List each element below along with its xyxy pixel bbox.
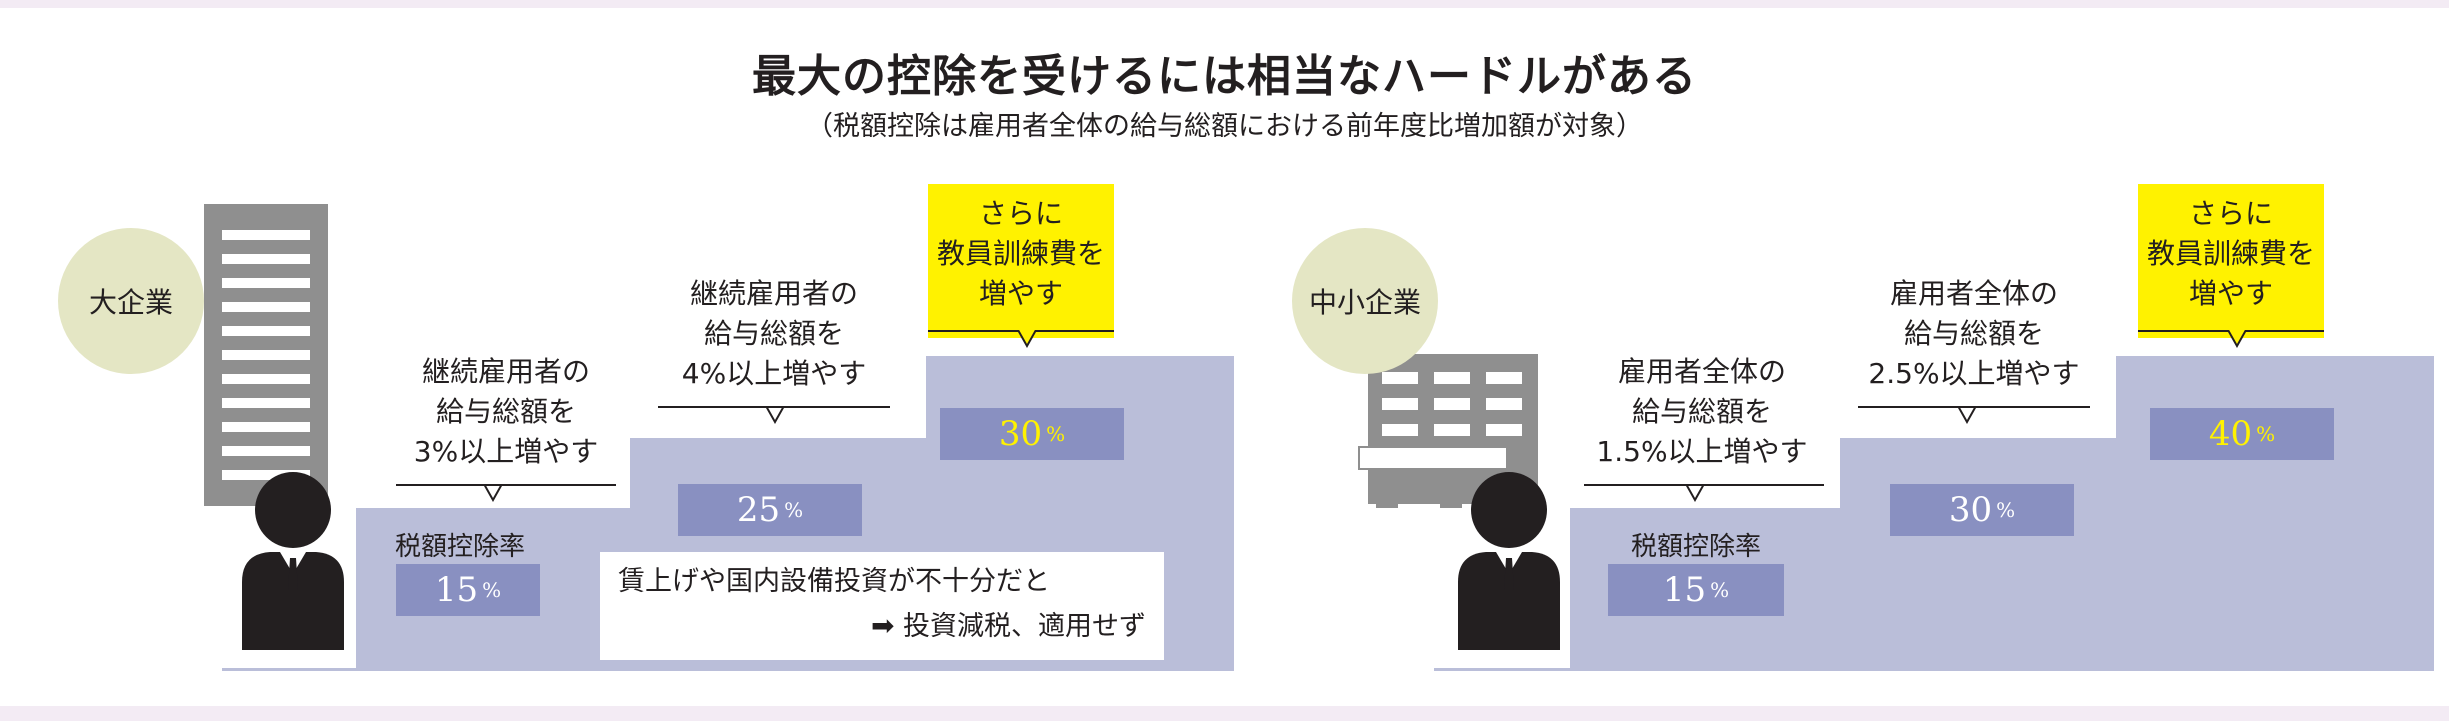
condition-step-2: 継続雇用者の 給与総額を 4%以上増やす bbox=[681, 277, 867, 390]
rate-box-step-1: 15% bbox=[1608, 564, 1784, 616]
sme-label: 中小企業 bbox=[1308, 286, 1421, 319]
condition-step-2: 雇用者全体の 給与総額を 2.5%以上増やす bbox=[1868, 277, 2080, 390]
sme-badge: 中小企業 bbox=[1292, 228, 1438, 374]
condition-step-1: 雇用者全体の 給与総額を 1.5%以上増やす bbox=[1596, 355, 1808, 468]
condition-underline-step-1 bbox=[1584, 484, 1824, 486]
pointer-caret-icon bbox=[1018, 330, 1036, 348]
pointer-caret-icon bbox=[484, 484, 502, 502]
large-company-panel: 大企業 税額控除率 15% 継続雇用者の 給与総額を 3%以上増やす 25% 継… bbox=[58, 170, 1258, 680]
rate-box-step-1: 15% bbox=[396, 564, 540, 616]
note-line-2: ➡ 投資減税、適用せず bbox=[870, 609, 1146, 642]
bottom-band bbox=[0, 706, 2449, 721]
tax-credit-rate-label: 税額控除率 bbox=[1630, 532, 1761, 562]
page-title: 最大の控除を受けるには相当なハードルがある bbox=[752, 51, 1697, 102]
pointer-caret-icon bbox=[1686, 484, 1704, 502]
rate-box-step-3: 40% bbox=[2150, 408, 2334, 460]
condition-underline-step-2 bbox=[1858, 406, 2090, 408]
sme-panel: 中小企業 税額控除率 15% 雇用者全体の 給与総額を 1.5%以上増やす 30… bbox=[1292, 170, 2449, 680]
extra-condition-highlight: さらに 教員訓練費を 増やす bbox=[928, 184, 1114, 338]
page-subtitle: （税額控除は雇用者全体の給与総額における前年度比増加額が対象） bbox=[806, 111, 1643, 142]
large-company-label: 大企業 bbox=[88, 286, 173, 319]
condition-underline-step-1 bbox=[396, 484, 616, 486]
condition-step-1: 継続雇用者の 給与総額を 3%以上増やす bbox=[413, 355, 599, 468]
businessman-icon bbox=[1458, 472, 1560, 650]
right-arrow-icon: ➡ bbox=[870, 609, 895, 642]
businessman-icon bbox=[242, 472, 344, 650]
pointer-caret-icon bbox=[766, 406, 784, 424]
tax-credit-rate-label: 税額控除率 bbox=[394, 532, 525, 562]
pointer-caret-icon bbox=[1958, 406, 1976, 424]
condition-underline-step-2 bbox=[658, 406, 890, 408]
investment-tax-note: 賃上げや国内設備投資が不十分だと ➡ 投資減税、適用せず bbox=[600, 552, 1164, 660]
office-tower-icon bbox=[204, 204, 328, 506]
rate-box-step-3: 30% bbox=[940, 408, 1124, 460]
extra-condition-highlight: さらに 教員訓練費を 増やす bbox=[2138, 184, 2324, 338]
pointer-caret-icon bbox=[2228, 330, 2246, 348]
rate-box-step-2: 25% bbox=[678, 484, 862, 536]
top-band bbox=[0, 0, 2449, 8]
rate-box-step-2: 30% bbox=[1890, 484, 2074, 536]
note-line-1: 賃上げや国内設備投資が不十分だと bbox=[618, 566, 1050, 597]
large-company-badge: 大企業 bbox=[58, 228, 204, 374]
